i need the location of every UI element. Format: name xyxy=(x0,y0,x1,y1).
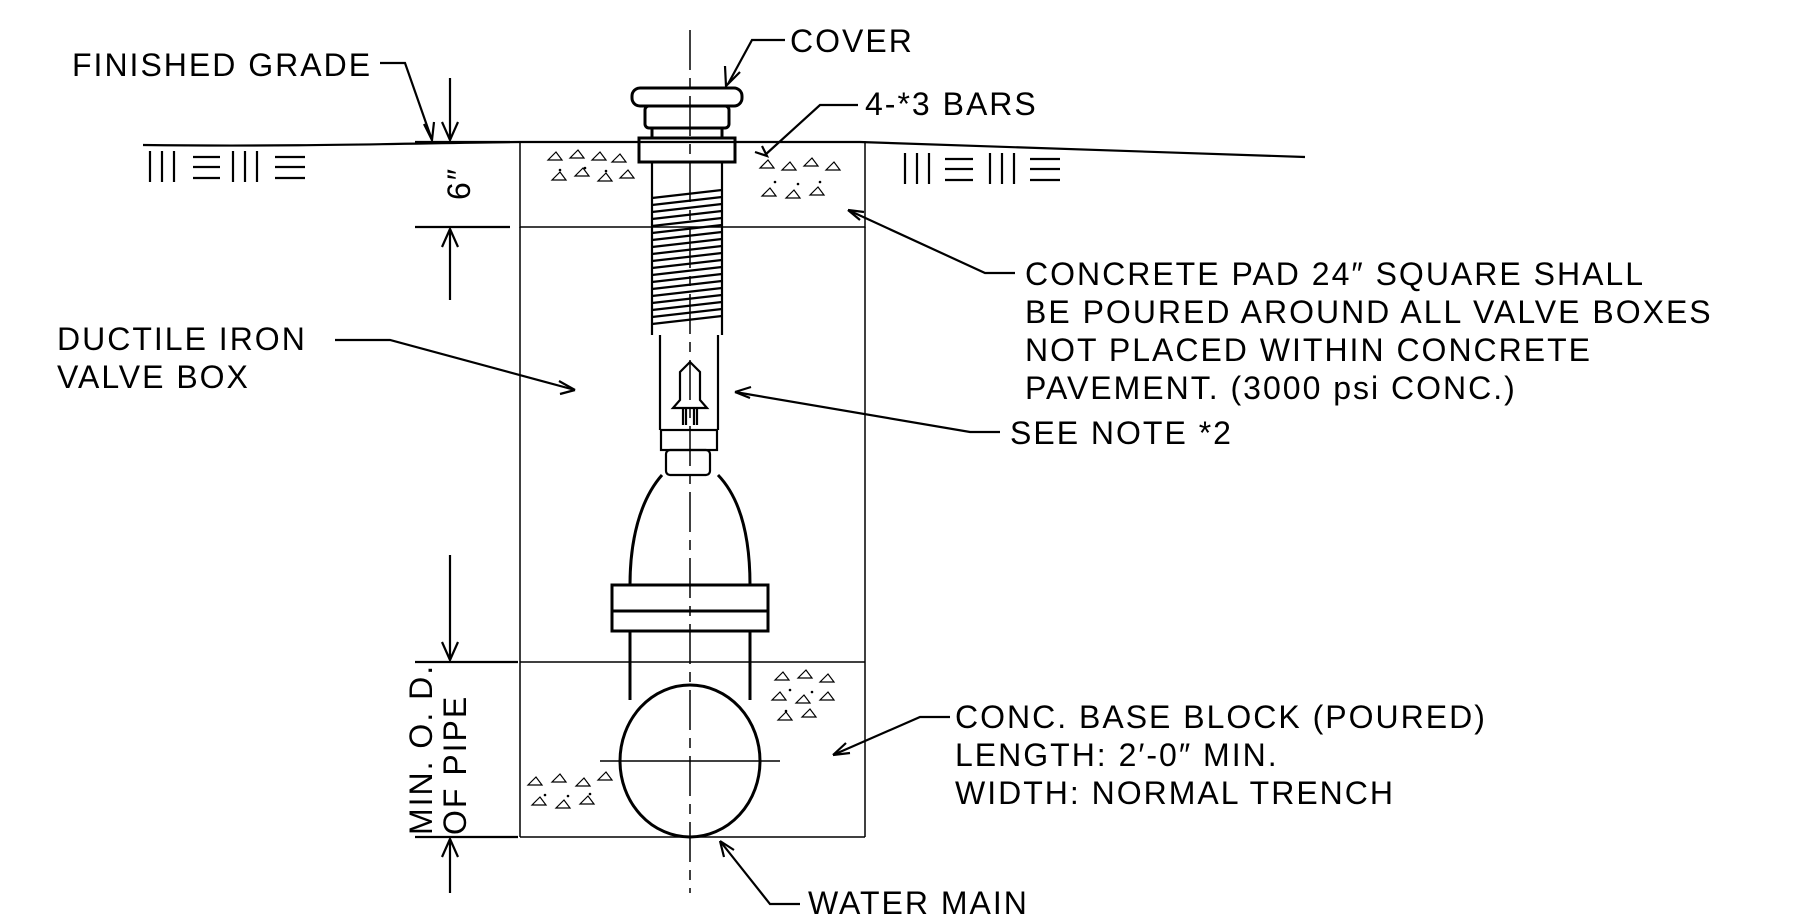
ductile-iron-label-line2: VALVE BOX xyxy=(57,359,250,395)
operating-nut-icon xyxy=(670,360,710,425)
concrete-dots xyxy=(543,166,822,798)
see-note-label: SEE NOTE *2 xyxy=(1010,415,1233,451)
base-block-note-line1: CONC. BASE BLOCK (POURED) xyxy=(955,699,1487,735)
valve-box-cover xyxy=(630,86,744,164)
six-inch-label: 6″ xyxy=(441,167,477,200)
finished-grade-label: FINISHED GRADE xyxy=(72,47,372,83)
concrete-pad-note-line2: BE POURED AROUND ALL VALVE BOXES xyxy=(1025,294,1713,330)
concrete-pad-note-line3: NOT PLACED WITHIN CONCRETE xyxy=(1025,332,1592,368)
concrete-pad-note-line4: PAVEMENT. (3000 psi CONC.) xyxy=(1025,370,1517,406)
water-main-pipe xyxy=(600,683,780,839)
bars-label: 4-*3 BARS xyxy=(865,86,1038,122)
leader-lines xyxy=(335,38,1015,906)
water-main-label: WATER MAIN xyxy=(808,885,1029,919)
trench-outline xyxy=(519,141,866,838)
sleeve-threads xyxy=(651,188,723,326)
dimension-six-inch xyxy=(415,78,510,300)
dimension-min-od xyxy=(415,555,518,893)
grass-hatch-right xyxy=(903,153,1060,184)
concrete-pad-stipple xyxy=(526,149,842,809)
finished-grade-line xyxy=(142,140,1306,159)
concrete-pad-note-line1: CONCRETE PAD 24″ SQUARE SHALL xyxy=(1025,256,1645,292)
cover-label: COVER xyxy=(790,23,914,59)
min-od-label-line1: MIN. O. D. xyxy=(403,664,439,835)
min-od-label-line2: OF PIPE xyxy=(437,695,473,835)
base-block-note-line2: LENGTH: 2′-0″ MIN. xyxy=(955,737,1279,773)
gate-valve-body xyxy=(610,473,770,700)
ductile-iron-label-line1: DUCTILE IRON xyxy=(57,321,307,357)
base-block-note-line3: WIDTH: NORMAL TRENCH xyxy=(955,775,1395,811)
valve-box-lower-shaft xyxy=(658,335,720,477)
grass-hatch-left xyxy=(148,151,305,182)
